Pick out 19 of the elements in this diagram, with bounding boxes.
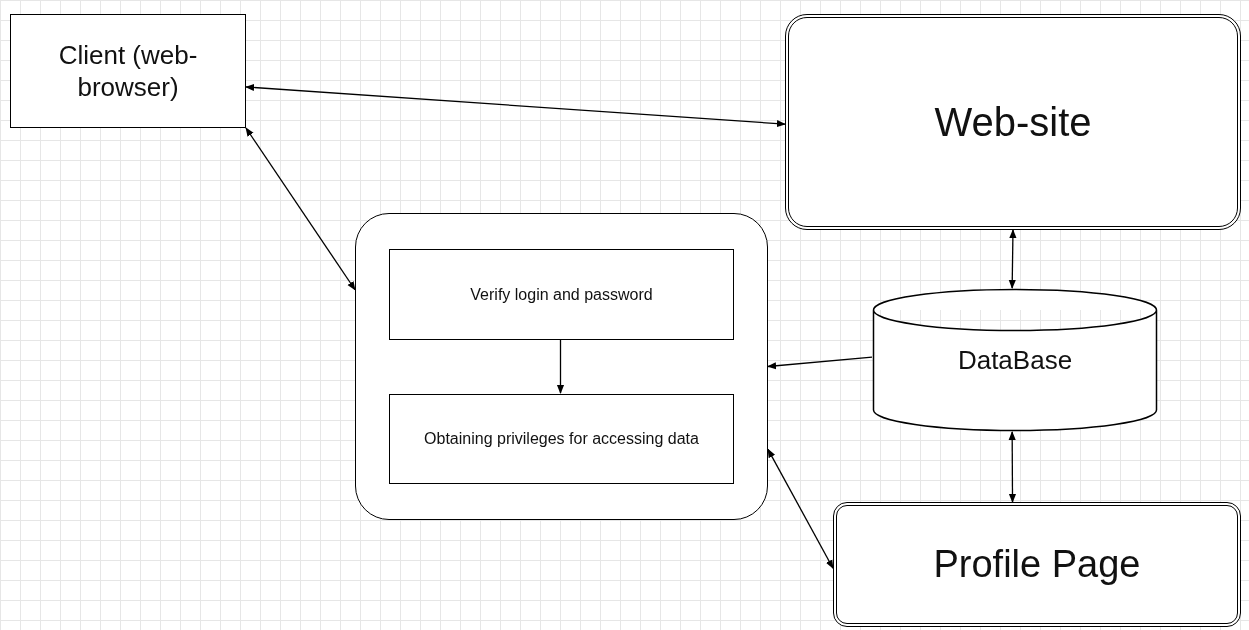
process-box [10,14,246,128]
process-box [389,394,734,484]
node-label: Client (web-browser) [57,38,199,104]
arrow [245,83,786,128]
process-box [833,502,1241,627]
arrow [1008,229,1017,289]
node-label: Profile Page [932,541,1142,587]
group-box [355,213,768,520]
node-label: Obtaining privileges for accessing data [423,429,700,449]
arrow [767,448,834,570]
process-box [785,14,1241,230]
node-label: DataBase [956,343,1074,377]
arrow [245,127,356,291]
node-label: Verify login and password [469,284,654,305]
node-label: Web-site [933,99,1093,146]
arrow [767,356,873,370]
arrow [556,338,565,394]
process-box [389,249,734,340]
arrow [1008,431,1017,503]
